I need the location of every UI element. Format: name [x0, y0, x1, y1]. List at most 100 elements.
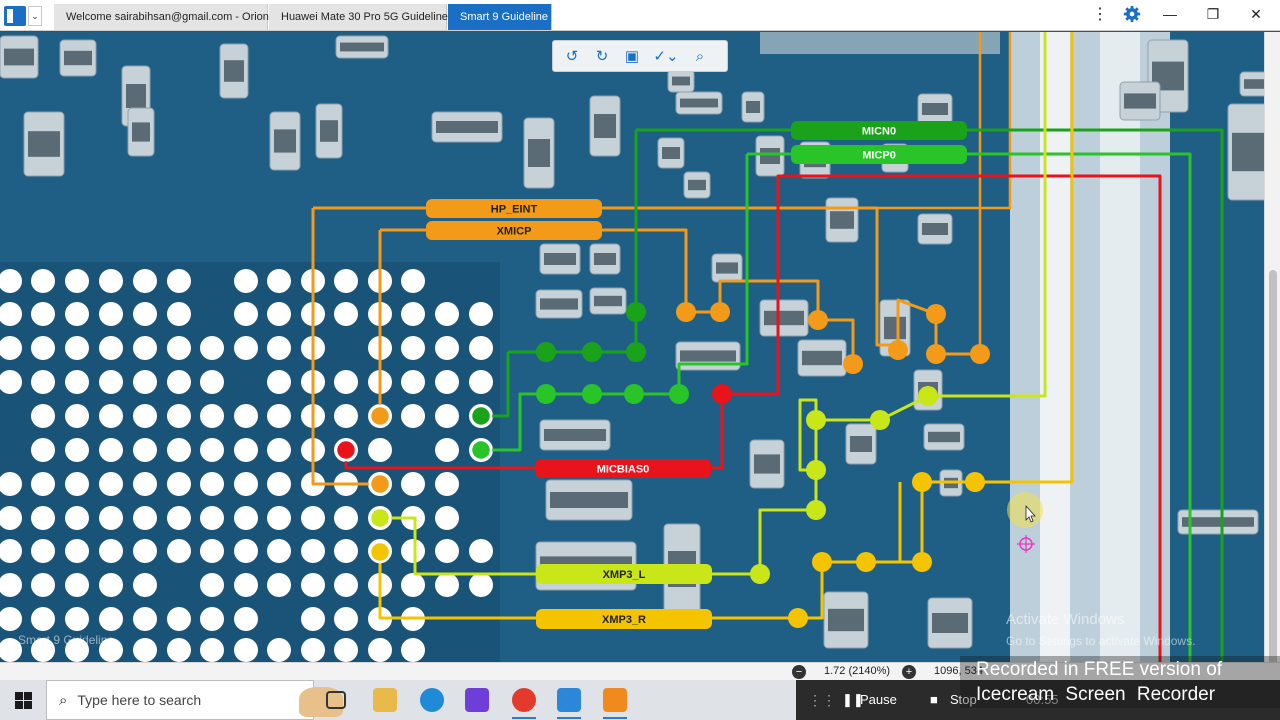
- close-button[interactable]: ✕: [1250, 5, 1262, 22]
- scrollbar-thumb[interactable]: [1269, 270, 1277, 690]
- search-icon[interactable]: ⌕: [695, 47, 705, 65]
- pcb-canvas[interactable]: HP_EINTXMICPMICN0MICP0MICBIAS0XMP3_LXMP3…: [0, 32, 1280, 662]
- bga-ball: [65, 438, 89, 462]
- net-pad: [806, 460, 826, 480]
- tab-huawei-guideline[interactable]: Huawei Mate 30 Pro 5G Guideline: [269, 4, 448, 30]
- bga-ball: [435, 573, 459, 597]
- bga-ball: [167, 438, 191, 462]
- bga-ball: [0, 573, 22, 597]
- bga-ball: [31, 573, 55, 597]
- edge-browser-icon[interactable]: [420, 688, 444, 712]
- net-pad: [843, 354, 863, 374]
- bga-ball: [334, 573, 358, 597]
- net-pad: [750, 564, 770, 584]
- bga-ball: [31, 539, 55, 563]
- more-options-icon[interactable]: ⋮: [1092, 6, 1108, 23]
- net-pad: [710, 302, 730, 322]
- pause-icon[interactable]: ❚❚: [842, 692, 864, 707]
- start-button[interactable]: [0, 680, 46, 720]
- settings-gear-icon[interactable]: [1112, 0, 1152, 28]
- net-pad: [870, 410, 890, 430]
- chevron-down-icon[interactable]: ⌄: [28, 6, 42, 26]
- recorder-app-icon[interactable]: [603, 688, 627, 712]
- status-bar: − 1.72 (2140%) + 1096, 534: [0, 662, 1280, 680]
- net-pad: [806, 500, 826, 520]
- bga-ball: [301, 638, 325, 662]
- net-label-tag: [791, 121, 967, 140]
- bga-ball: [0, 336, 22, 360]
- smd-component-body: [662, 147, 680, 159]
- video-app-icon[interactable]: [465, 688, 489, 712]
- net-pad: [368, 472, 392, 496]
- bga-ball: [65, 302, 89, 326]
- net-label-text: XMP3_R: [602, 614, 646, 626]
- vertical-scrollbar[interactable]: [1264, 32, 1280, 690]
- bga-ball: [133, 336, 157, 360]
- measure-icon[interactable]: ✓⌄: [653, 48, 679, 65]
- bga-ball: [435, 370, 459, 394]
- bga-ball: [234, 336, 258, 360]
- tab-welcome[interactable]: Welcome sairabihsan@gmail.com - Orion: [54, 4, 269, 30]
- bga-ball: [200, 573, 224, 597]
- bga-ball: [31, 336, 55, 360]
- bga-ball: [200, 638, 224, 662]
- bga-ball: [99, 269, 123, 293]
- bga-ball: [167, 539, 191, 563]
- app-menu-button[interactable]: ⌄: [4, 4, 44, 28]
- zoom-out-button[interactable]: −: [792, 665, 806, 679]
- chrome-browser-icon[interactable]: [512, 688, 536, 712]
- bga-ball: [0, 302, 22, 326]
- maximize-button[interactable]: ❐: [1206, 5, 1220, 22]
- search-placeholder: Type here to search: [77, 692, 202, 708]
- bga-ball: [99, 472, 123, 496]
- drag-handle-icon[interactable]: ⋮⋮: [808, 692, 836, 708]
- net-pad: [469, 438, 493, 462]
- bga-ball: [99, 638, 123, 662]
- bga-ball: [334, 302, 358, 326]
- bga-ball: [334, 370, 358, 394]
- net-pad: [808, 310, 828, 330]
- file-explorer-icon[interactable]: [373, 688, 397, 712]
- net-trace: [877, 32, 1012, 210]
- zoom-in-button[interactable]: +: [902, 665, 916, 679]
- rotate-right-icon[interactable]: ↻: [595, 48, 609, 65]
- pause-button[interactable]: Pause: [860, 692, 897, 707]
- net-pad: [926, 344, 946, 364]
- net-trace: [311, 208, 380, 486]
- fit-screen-icon[interactable]: ▣: [624, 48, 640, 65]
- smd-component-body: [754, 454, 780, 474]
- bga-ball: [234, 438, 258, 462]
- bga-ball: [0, 269, 22, 293]
- taskbar-search-box[interactable]: ⌕ Type here to search: [46, 680, 343, 720]
- task-view-icon[interactable]: [326, 691, 346, 709]
- bga-ball: [401, 573, 425, 597]
- net-pad: [970, 344, 990, 364]
- bga-ball: [200, 438, 224, 462]
- rotate-left-icon[interactable]: ↺: [565, 48, 579, 65]
- smd-component-body: [594, 253, 616, 265]
- minimize-button[interactable]: —: [1163, 6, 1177, 22]
- net-label-text: HP_EINT: [491, 204, 538, 216]
- smd-component-body: [884, 316, 906, 340]
- stop-button[interactable]: Stop: [950, 692, 977, 707]
- orion-app-icon[interactable]: [557, 688, 581, 712]
- smd-component-body: [828, 608, 864, 632]
- net-trace: [481, 392, 546, 452]
- stop-icon[interactable]: ■: [930, 692, 938, 707]
- bga-ball: [234, 302, 258, 326]
- bga-ball: [31, 472, 55, 496]
- bga-ball: [368, 438, 392, 462]
- smd-component-body: [928, 431, 960, 443]
- bga-ball: [99, 539, 123, 563]
- net-pad: [788, 608, 808, 628]
- bga-ball: [267, 269, 291, 293]
- bga-ball: [401, 269, 425, 293]
- bga-ball: [99, 573, 123, 597]
- bga-ball: [65, 638, 89, 662]
- app-logo-icon: [4, 6, 26, 26]
- activate-windows-title: Activate Windows: [1006, 611, 1125, 628]
- bga-ball: [334, 607, 358, 631]
- bga-ball: [167, 370, 191, 394]
- tab-smart9-guideline[interactable]: Smart 9 Guideline: [448, 4, 552, 30]
